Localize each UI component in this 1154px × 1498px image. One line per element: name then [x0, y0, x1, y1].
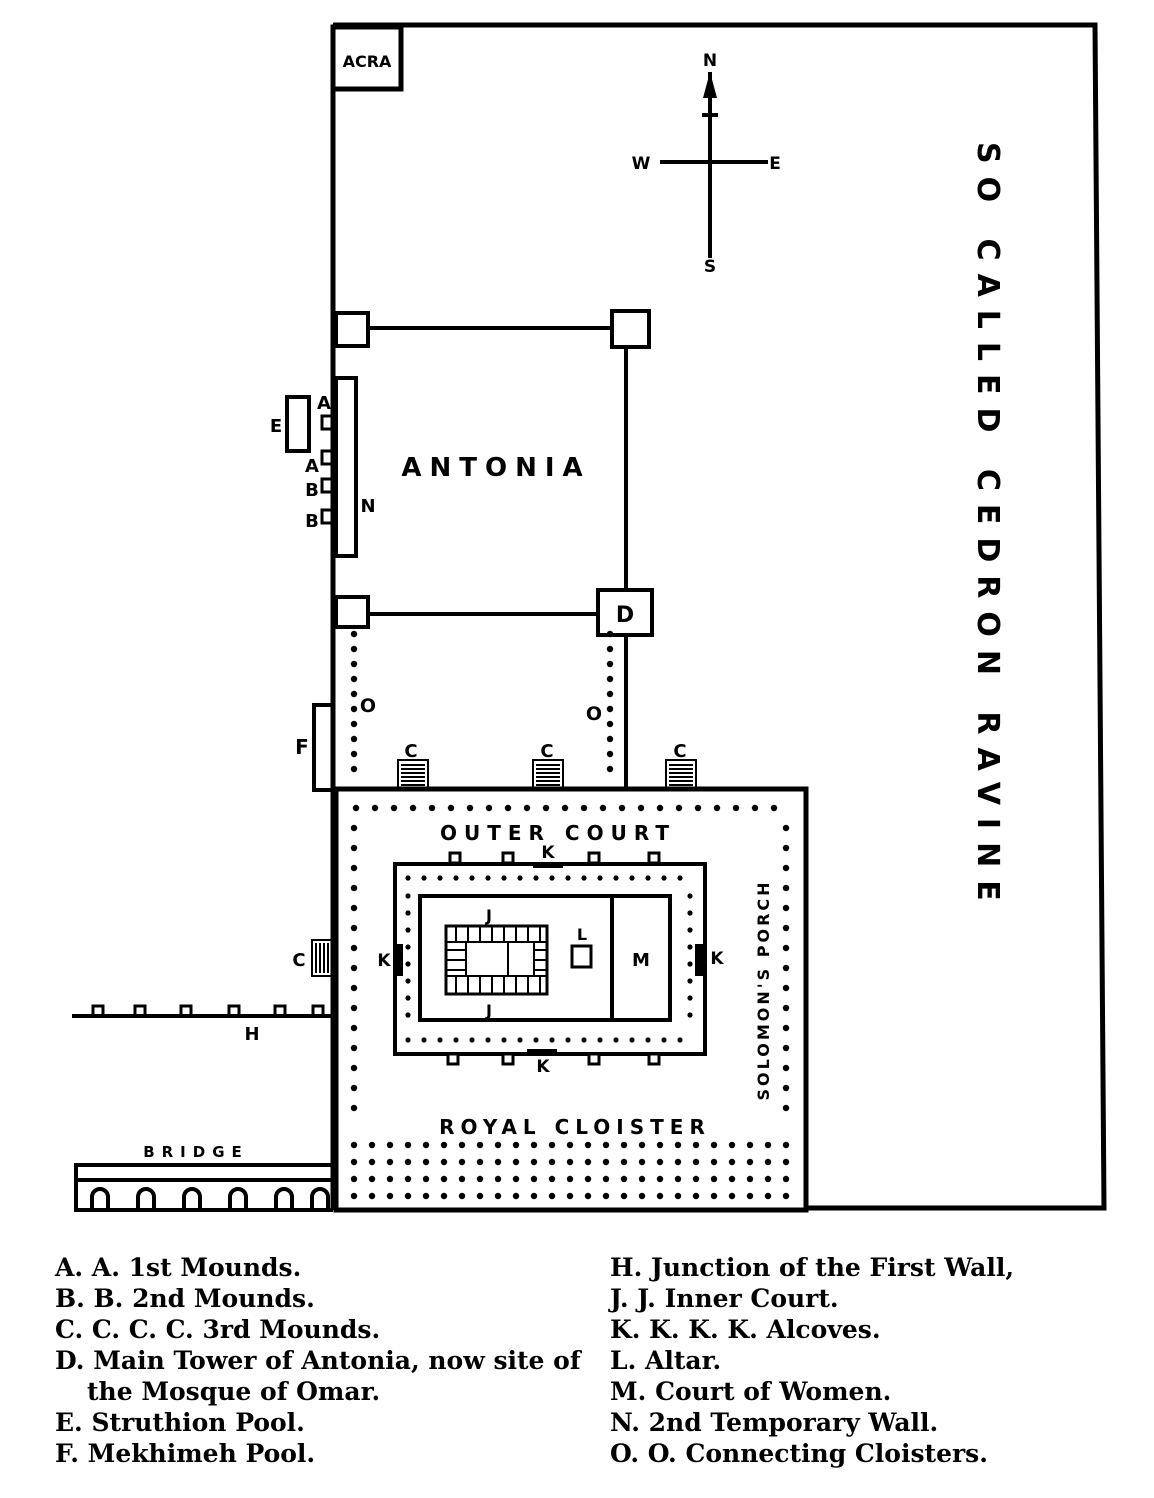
- cloister-o-label-2: O: [586, 703, 602, 725]
- inner-court-inner-wall: [418, 894, 672, 1022]
- inner-court-j-label-2: J: [485, 1001, 492, 1020]
- acra-label: ACRA: [343, 52, 392, 71]
- legend-item-e: E. Struthion Pool.: [55, 1408, 305, 1437]
- legend-item-b: B. B. 2nd Mounds.: [55, 1284, 315, 1313]
- legend-item-o: O. O. Connecting Cloisters.: [610, 1439, 988, 1468]
- legend-item-h: H. Junction of the First Wall,: [610, 1253, 1015, 1282]
- mound-b-1: [320, 477, 334, 494]
- wall-n-label: N: [360, 496, 375, 517]
- second-temporary-wall: [334, 376, 358, 558]
- legend-item-k: K. K. K. K. Alcoves.: [610, 1315, 881, 1344]
- main-tower-d: [596, 588, 654, 637]
- antonia-label: ANTONIA: [401, 453, 590, 483]
- altar-l-label: L: [577, 925, 587, 944]
- alcove-k-label-south: K: [536, 1057, 550, 1077]
- legend-item-j: J. J. Inner Court.: [610, 1284, 839, 1313]
- mound-b-label-1: B: [305, 480, 319, 501]
- mound-a-1: [320, 414, 334, 431]
- bridge: [74, 1163, 333, 1212]
- solomons-porch-label: SOLOMON'S PORCH: [754, 879, 773, 1100]
- legend-left-column: A. A. 1st Mounds. B. B. 2nd Mounds. C. C…: [55, 1252, 595, 1469]
- mound-a-label-1: A: [317, 393, 331, 414]
- alcoves: [395, 862, 703, 1055]
- mekhimeh-pool: [312, 703, 333, 792]
- antonia-tower-nw: [334, 311, 370, 348]
- boundary-wall: [333, 22, 1107, 1211]
- legend-item-l: L. Altar.: [610, 1346, 722, 1375]
- legend-item-f: F. Mekhimeh Pool.: [55, 1439, 316, 1468]
- legend-item-m: M. Court of Women.: [610, 1377, 892, 1406]
- altar: [570, 944, 593, 969]
- royal-cloister-label: ROYAL CLOISTER: [439, 1115, 711, 1139]
- mound-b-2: [320, 508, 334, 525]
- mound-c-label-1: C: [404, 741, 417, 762]
- first-wall: [72, 1004, 333, 1018]
- compass-s-label: S: [704, 257, 716, 277]
- mound-a-label-2: A: [305, 456, 319, 477]
- legend-right-column: H. Junction of the First Wall, J. J. Inn…: [610, 1252, 1130, 1469]
- compass-north-arrow: [703, 72, 717, 98]
- compass-w-label: W: [632, 154, 651, 174]
- pool-e-label: E: [270, 416, 282, 437]
- compass-n-label: N: [703, 51, 717, 71]
- mound-a-2: [320, 449, 334, 466]
- pool-f-label: F: [295, 735, 309, 759]
- bridge-label: BRIDGE: [143, 1143, 249, 1161]
- struthion-pool: [285, 395, 311, 453]
- legend-item-n: N. 2nd Temporary Wall.: [610, 1408, 939, 1437]
- alcove-k-label-north: K: [541, 843, 555, 863]
- temple-plan-map: ACRA N S W E SO CALLED CEDRON RAVINE ANT…: [72, 22, 1107, 1213]
- ravine-label: SO CALLED CEDRON RAVINE: [970, 142, 1005, 914]
- compass-e-label: E: [769, 154, 781, 174]
- cloister-o-label-1: O: [360, 695, 376, 717]
- mound-c-label-3: C: [673, 741, 686, 762]
- legend-item-a: A. A. 1st Mounds.: [55, 1253, 302, 1282]
- mound-c-label-4: C: [292, 950, 305, 971]
- alcove-k-label-east: K: [710, 949, 724, 969]
- connecting-cloisters: [350, 630, 614, 773]
- acra-tower: [330, 24, 404, 92]
- antonia-tower-sw: [334, 595, 370, 629]
- legend-item-c: C. C. C. C. 3rd Mounds.: [55, 1315, 381, 1344]
- mound-b-label-2: B: [305, 511, 319, 532]
- court-of-women-m-label: M: [632, 950, 650, 971]
- cloister-colonnade: [350, 804, 790, 1200]
- temple-enclosure: [333, 786, 809, 1213]
- tower-d-label: D: [616, 603, 634, 628]
- mound-c-label-2: C: [540, 741, 553, 762]
- junction-h-label: H: [244, 1024, 259, 1045]
- third-mounds: [311, 759, 697, 977]
- inner-court-j-label-1: J: [485, 906, 492, 925]
- inner-court-wall: [393, 862, 707, 1056]
- antonia-tower-ne: [610, 309, 651, 349]
- outer-court-label: OUTER COURT: [440, 821, 676, 845]
- legend-item-d: D. Main Tower of Antonia, now site of th…: [55, 1346, 581, 1406]
- alcove-k-label-west: K: [377, 951, 391, 971]
